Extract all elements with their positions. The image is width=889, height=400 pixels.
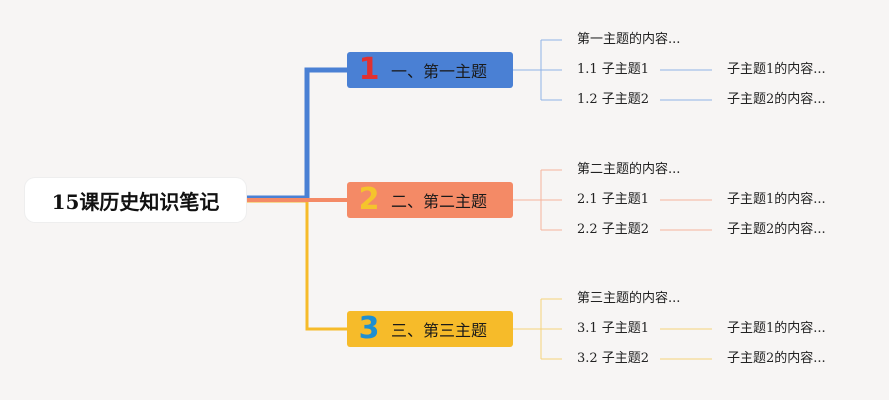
subtopic-label[interactable]: 3.1 子主题1	[577, 321, 650, 336]
branch-content-text[interactable]: 第三主题的内容...	[577, 291, 681, 306]
branch-content-text[interactable]: 第一主题的内容...	[577, 32, 681, 47]
subtopic-label[interactable]: 2.1 子主题1	[577, 192, 650, 207]
branch-topic-1[interactable]: 1 一、第一主题	[347, 52, 513, 88]
subtopic-label[interactable]: 1.2 子主题2	[577, 92, 650, 107]
connector-branch-2-details	[513, 169, 562, 231]
branch-topic-label: 一、第一主题	[391, 62, 488, 81]
root-topic[interactable]: 15课历史知识笔记	[25, 178, 246, 222]
subtopic-content-text[interactable]: 子主题1的内容...	[727, 192, 826, 207]
subtopic-content-text[interactable]: 子主题2的内容...	[727, 92, 826, 107]
subtopic-label[interactable]: 3.2 子主题2	[577, 351, 650, 366]
branch-topic-label: 二、第二主题	[391, 192, 488, 211]
branch-number-badge: 2	[358, 182, 380, 217]
root-topic-label: 15课历史知识笔记	[51, 189, 220, 214]
connector-root-branch-1	[246, 67, 347, 201]
branch-number-badge: 3	[358, 311, 380, 346]
subtopic-content-text[interactable]: 子主题2的内容...	[727, 222, 826, 237]
branch-topic-2[interactable]: 2 二、第二主题	[347, 182, 513, 218]
branch-number-badge: 1	[358, 52, 380, 87]
branch-content-text[interactable]: 第二主题的内容...	[577, 162, 681, 177]
connector-branch-1-details	[513, 39, 562, 101]
connector-branch-3-details	[513, 298, 562, 360]
subtopic-content-text[interactable]: 子主题1的内容...	[727, 62, 826, 77]
connector-root-branch-3	[246, 199, 347, 331]
subtopic-label[interactable]: 1.1 子主题1	[577, 62, 650, 77]
branch-topic-label: 三、第三主题	[391, 321, 488, 340]
branch-topic-3[interactable]: 3 三、第三主题	[347, 311, 513, 347]
subtopic-content-text[interactable]: 子主题1的内容...	[727, 321, 826, 336]
subtopic-content-text[interactable]: 子主题2的内容...	[727, 351, 826, 366]
subtopic-label[interactable]: 2.2 子主题2	[577, 222, 650, 237]
